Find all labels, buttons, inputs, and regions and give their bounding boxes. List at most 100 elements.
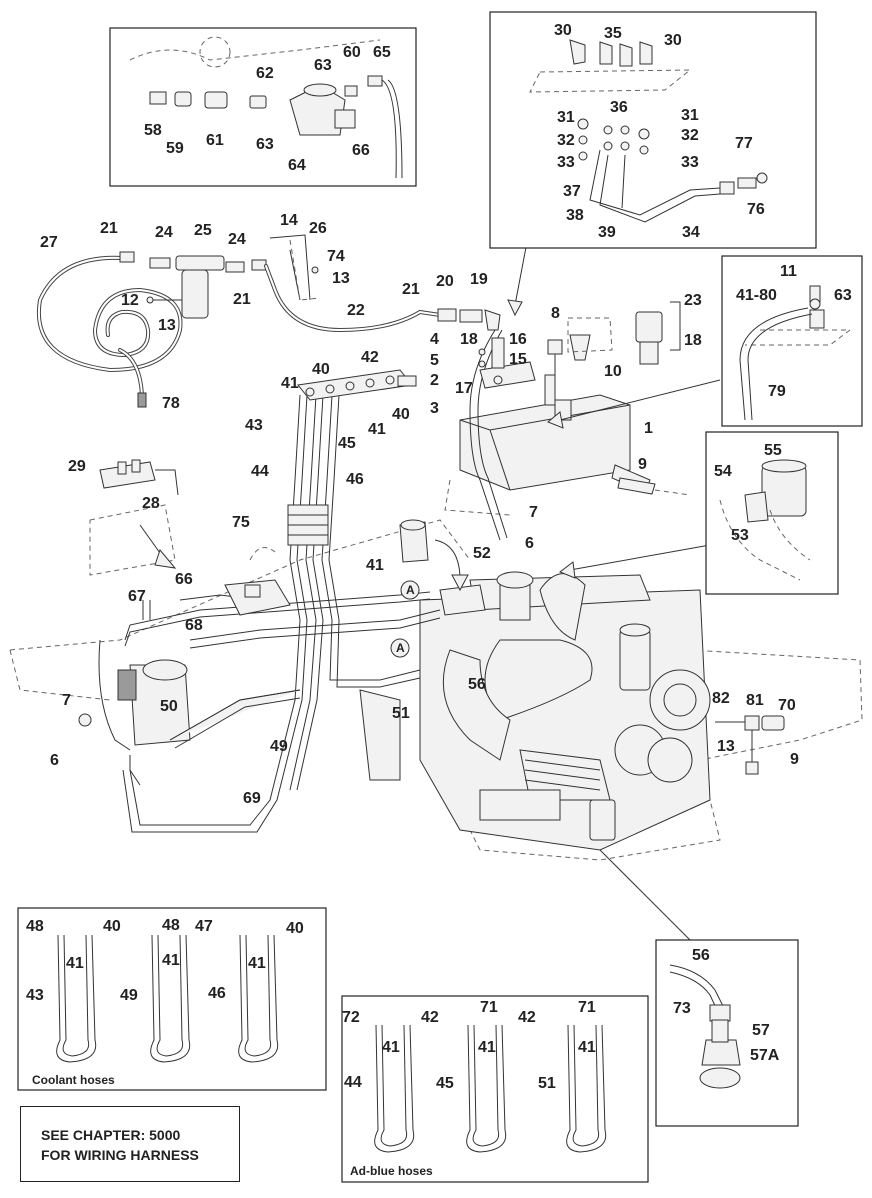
label-74: 74 xyxy=(327,248,345,265)
manifold-block xyxy=(297,369,417,401)
label-49: 49 xyxy=(270,738,288,755)
label-45-inset: 45 xyxy=(436,1075,454,1092)
label-7-b: 7 xyxy=(62,692,71,709)
label-29: 29 xyxy=(68,458,86,475)
inset-injector-lines xyxy=(489,11,817,249)
label-34: 34 xyxy=(682,224,700,241)
inset-filter xyxy=(705,431,839,595)
label-53: 53 xyxy=(731,527,749,544)
label-66: 66 xyxy=(175,571,193,588)
label-43: 43 xyxy=(245,417,263,434)
label-40-a: 40 xyxy=(312,361,330,378)
part-labels: 62 63 60 65 58 59 61 63 64 66 30 35 30 3… xyxy=(26,22,852,1092)
label-49-inset: 49 xyxy=(120,987,138,1004)
label-24-b: 24 xyxy=(228,231,246,248)
label-41-d: 41 xyxy=(66,955,84,972)
label-42-a: 42 xyxy=(421,1009,439,1026)
label-9-a: 9 xyxy=(638,456,647,473)
label-21-c: 21 xyxy=(402,281,420,298)
label-31-right: 31 xyxy=(681,107,699,124)
label-70: 70 xyxy=(778,697,796,714)
label-11: 11 xyxy=(780,263,797,280)
note-line-2: FOR WIRING HARNESS xyxy=(41,1147,199,1163)
hose-bundle xyxy=(122,394,421,833)
label-1: 1 xyxy=(644,420,653,437)
label-18-a: 18 xyxy=(460,331,478,348)
label-21-a: 21 xyxy=(100,220,118,237)
label-9-b: 9 xyxy=(790,751,799,768)
label-13-c: 13 xyxy=(717,738,735,755)
label-7-a: 7 xyxy=(529,504,538,521)
label-56-inset: 56 xyxy=(692,947,710,964)
label-38: 38 xyxy=(566,207,584,224)
label-39: 39 xyxy=(598,224,616,241)
label-32-right: 32 xyxy=(681,127,699,144)
label-18-b: 18 xyxy=(684,332,702,349)
label-22: 22 xyxy=(347,302,365,319)
label-8: 8 xyxy=(551,305,560,322)
label-2: 2 xyxy=(430,372,439,389)
valve-block xyxy=(478,337,536,389)
label-58: 58 xyxy=(144,122,162,139)
label-60: 60 xyxy=(343,44,361,61)
fuel-hose-22 xyxy=(264,234,501,333)
label-72: 72 xyxy=(342,1009,360,1026)
label-82: 82 xyxy=(712,690,730,707)
label-14: 14 xyxy=(280,212,298,229)
label-56: 56 xyxy=(468,676,486,693)
label-36: 36 xyxy=(610,99,628,116)
inset-adblue-hoses xyxy=(341,995,649,1183)
lower-left-assembly xyxy=(78,579,441,786)
inset-return-line xyxy=(721,255,863,427)
label-35: 35 xyxy=(604,25,622,42)
label-71-a: 71 xyxy=(480,999,498,1016)
label-55: 55 xyxy=(764,442,782,459)
label-5: 5 xyxy=(430,352,439,369)
label-45: 45 xyxy=(338,435,356,452)
marker-a-circles xyxy=(390,580,420,658)
label-78: 78 xyxy=(162,395,180,412)
label-40-b: 40 xyxy=(392,406,410,423)
marker-a-upper: A xyxy=(406,583,415,597)
pointer-lines xyxy=(434,199,721,941)
inset-coolant-hoses xyxy=(17,907,327,1091)
label-46: 46 xyxy=(346,471,364,488)
label-13-b: 13 xyxy=(158,317,176,334)
label-48-a: 48 xyxy=(26,918,44,935)
label-41-g: 41 xyxy=(382,1039,400,1056)
label-59: 59 xyxy=(166,140,184,157)
label-79: 79 xyxy=(768,383,786,400)
label-67: 67 xyxy=(128,588,146,605)
label-69: 69 xyxy=(243,790,261,807)
label-41-f: 41 xyxy=(248,955,266,972)
label-6-b: 6 xyxy=(50,752,59,769)
label-57a: 57A xyxy=(750,1047,780,1064)
label-4: 4 xyxy=(430,331,439,348)
label-57: 57 xyxy=(752,1022,770,1039)
label-65: 65 xyxy=(373,44,391,61)
marker-a-lower: A xyxy=(396,641,405,655)
label-44: 44 xyxy=(251,463,269,480)
label-68: 68 xyxy=(185,617,203,634)
label-75: 75 xyxy=(232,514,250,531)
engine xyxy=(359,571,711,851)
label-64: 64 xyxy=(288,157,306,174)
label-23: 23 xyxy=(684,292,702,309)
label-66-inset: 66 xyxy=(352,142,370,159)
label-24-a: 24 xyxy=(155,224,173,241)
label-51: 51 xyxy=(392,705,410,722)
label-17: 17 xyxy=(455,380,473,397)
label-50: 50 xyxy=(160,698,178,715)
label-19: 19 xyxy=(470,271,488,288)
label-30-right: 30 xyxy=(664,32,682,49)
label-16: 16 xyxy=(509,331,527,348)
label-12: 12 xyxy=(121,292,139,309)
label-73: 73 xyxy=(673,1000,691,1017)
label-10: 10 xyxy=(604,363,622,380)
label-42-b: 42 xyxy=(518,1009,536,1026)
label-47: 47 xyxy=(195,918,213,935)
label-48-b: 48 xyxy=(162,917,180,934)
caption-coolant-hoses: Coolant hoses xyxy=(32,1073,115,1087)
label-33-left: 33 xyxy=(557,154,575,171)
wiring-harness-note: SEE CHAPTER: 5000 FOR WIRING HARNESS xyxy=(20,1106,240,1182)
